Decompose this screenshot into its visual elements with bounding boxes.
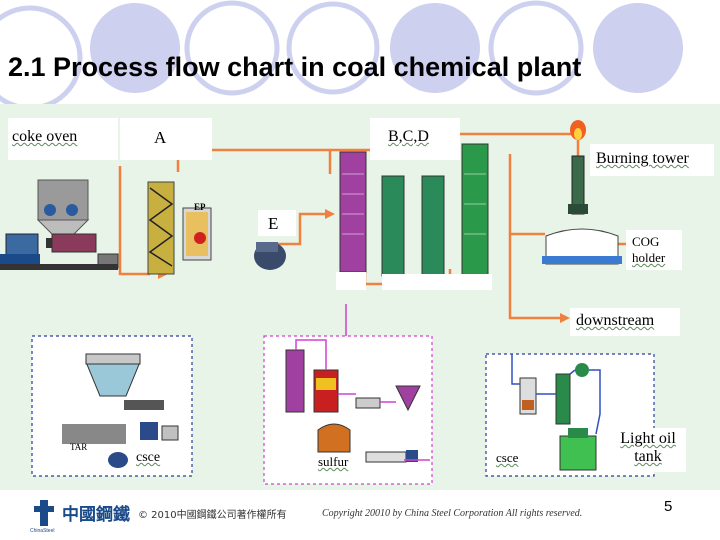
- label-downstream: downstream: [570, 308, 680, 336]
- tar-equipment: [62, 353, 179, 468]
- label-csce-right: csce: [496, 450, 519, 465]
- burning-tower-equipment: [568, 120, 588, 215]
- exhauster-e: [254, 242, 286, 270]
- process-diagram: coke oven A B,C,D Burning tower E EP COG…: [0, 104, 720, 490]
- label-cog-holder-line2: holder: [632, 250, 666, 265]
- label-light-oil-line2: tank: [634, 448, 662, 465]
- china-steel-logo-icon: [34, 500, 54, 526]
- sulfur-flow-lines: [295, 304, 430, 461]
- light-oil-equipment: [519, 363, 597, 471]
- label-light-oil-tank: Light oil tank: [606, 428, 686, 472]
- label-tar: TAR: [70, 442, 88, 452]
- label-ep: EP: [194, 202, 206, 212]
- label-light-oil-line1: Light oil: [620, 430, 676, 447]
- copyright-english: Copyright 20010 by China Steel Corporati…: [322, 508, 583, 519]
- decorative-circles: [0, 0, 683, 104]
- label-csce-left: csce: [136, 450, 161, 465]
- label-burning-tower: Burning tower: [590, 144, 714, 176]
- label-e: E: [258, 210, 296, 236]
- label-cog-holder-line1: COG: [632, 234, 660, 249]
- page-number: 5: [664, 498, 673, 515]
- light-oil-flow-lines: [511, 354, 601, 435]
- label-sulfur: sulfur: [316, 454, 360, 472]
- company-logo-subtext: ChinaSteel: [30, 528, 55, 534]
- label-bcd: B,C,D: [370, 118, 460, 160]
- label-coke-oven: coke oven: [8, 118, 118, 160]
- scrubbing-towers-bcd: [336, 143, 492, 290]
- cooler-a: [147, 181, 212, 275]
- cog-holder-equipment: [542, 228, 622, 265]
- label-cog-holder: COG holder: [626, 230, 682, 270]
- sulfur-equipment: [285, 349, 421, 463]
- label-a: A: [120, 118, 212, 160]
- copyright-chinese: © 2010中國鋼鐵公司著作權所有: [138, 510, 287, 521]
- coke-oven-equipment: [0, 179, 119, 270]
- slide-title: 2.1 Process flow chart in coal chemical …: [8, 52, 582, 82]
- company-logo-text: 中國鋼鐵: [62, 505, 130, 525]
